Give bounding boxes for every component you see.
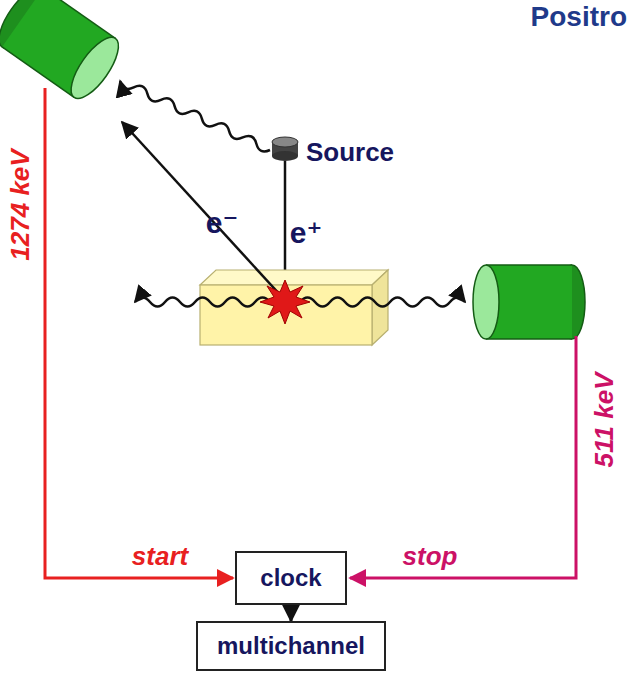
gamma-wave (135, 298, 270, 307)
source-label: Source (306, 138, 394, 167)
connector-arrow (290, 605, 293, 621)
gamma-wave (300, 298, 465, 307)
box-text: multichannel (217, 632, 365, 660)
stop-wire (350, 336, 576, 578)
box-text: clock (260, 564, 321, 592)
source-disk (272, 137, 298, 161)
detector-1274 (0, 0, 127, 105)
energy-label: 1274 keV (6, 149, 35, 260)
title: Positro (531, 2, 627, 33)
annihilation-burst (260, 280, 310, 324)
process-box: multichannel (196, 621, 386, 671)
particle-label: e⁻ (206, 206, 239, 239)
energy-label: 511 keV (590, 373, 619, 468)
detector-511 (473, 265, 585, 339)
process-box: clock (235, 551, 347, 605)
electron-track (122, 122, 283, 298)
sample-block (200, 270, 388, 345)
signal-label: stop (403, 542, 458, 571)
particle-label: e⁺ (290, 216, 323, 249)
start-wire (45, 88, 233, 578)
signal-label: start (132, 542, 188, 571)
